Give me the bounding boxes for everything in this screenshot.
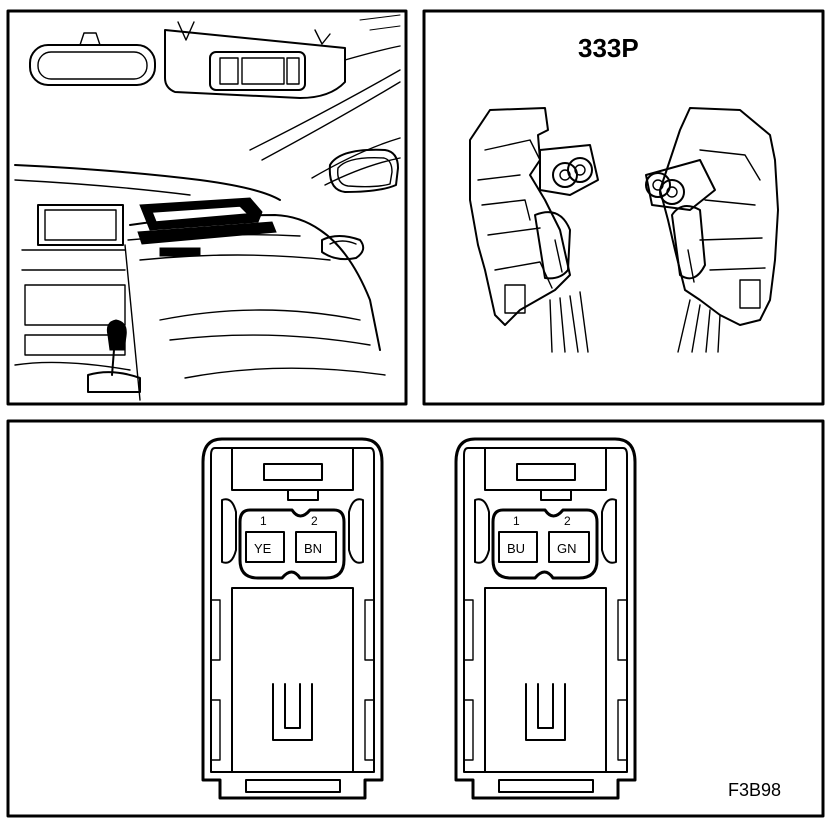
connector-half-right [645,107,779,353]
panel-connector-3d: 333P [422,9,825,406]
pin-number-1: 1 [260,514,267,528]
rear-view-mirror [29,32,156,86]
sun-visor [164,21,346,99]
connector-title: 333P [578,33,639,63]
pin-wire-color: YE [254,541,272,556]
panel-pinout: 1 2 YE BN 1 [6,419,825,818]
connector-face-left: 1 2 YE BN [201,437,384,800]
panel-interior-view [6,9,408,406]
pin-number-2: 2 [311,514,318,528]
panel-interior-frame [6,9,408,406]
dashboard [14,164,386,379]
panel-connector-frame [422,9,825,406]
airbag-module [137,197,277,257]
glovebox-handle [321,235,365,261]
pin-number-2: 2 [564,514,571,528]
a-pillar [249,14,401,186]
side-mirror [328,148,399,193]
connector-half-left [469,107,599,353]
connector-face-right: 1 2 BU GN [454,437,637,800]
figure-code: F3B98 [728,780,781,800]
gear-lever [87,319,141,393]
pin-wire-color: GN [557,541,577,556]
pin-wire-color: BN [304,541,322,556]
center-console [14,204,141,401]
pin-wire-color: BU [507,541,525,556]
pin-number-1: 1 [513,514,520,528]
panel-pinout-frame [6,419,825,818]
